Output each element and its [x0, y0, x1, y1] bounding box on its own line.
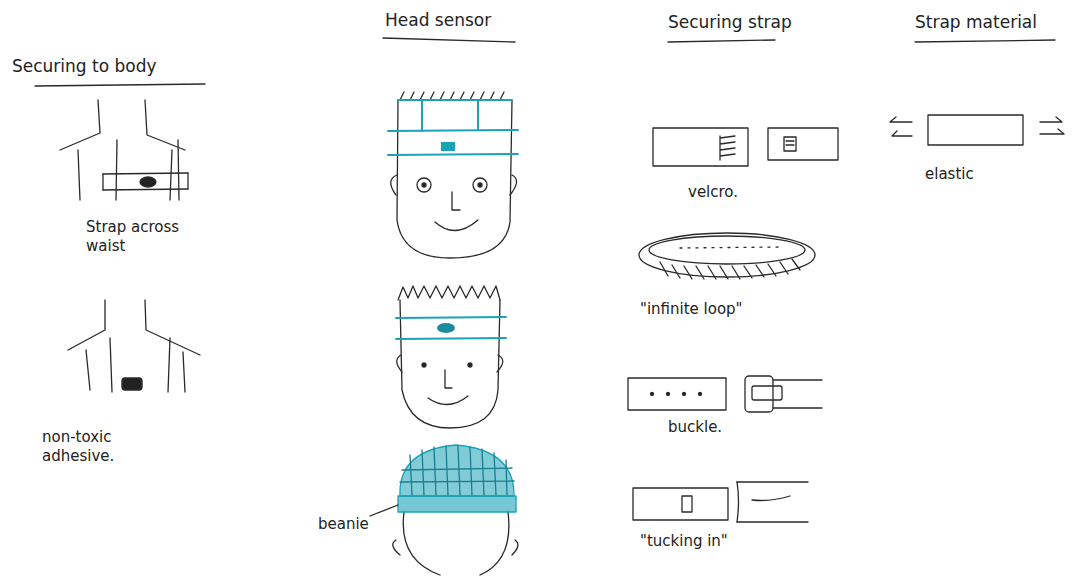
sketch-caption: elastic — [925, 165, 1015, 184]
sketch-caption: "infinite loop" — [640, 300, 800, 319]
section-heading: Securing strap — [668, 12, 828, 33]
section-heading: Securing to body — [12, 56, 232, 77]
sketch-caption: velcro. — [688, 183, 778, 202]
sketch-caption: non-toxic adhesive. — [42, 428, 137, 466]
section-heading: Head sensor — [385, 10, 545, 31]
sketch-caption: "tucking in" — [640, 532, 790, 551]
sketch-caption: Strap across waist — [86, 218, 186, 256]
callout-label: beanie — [318, 515, 388, 534]
section-heading: Strap material — [915, 12, 1075, 33]
sketch-caption: buckle. — [668, 418, 758, 437]
